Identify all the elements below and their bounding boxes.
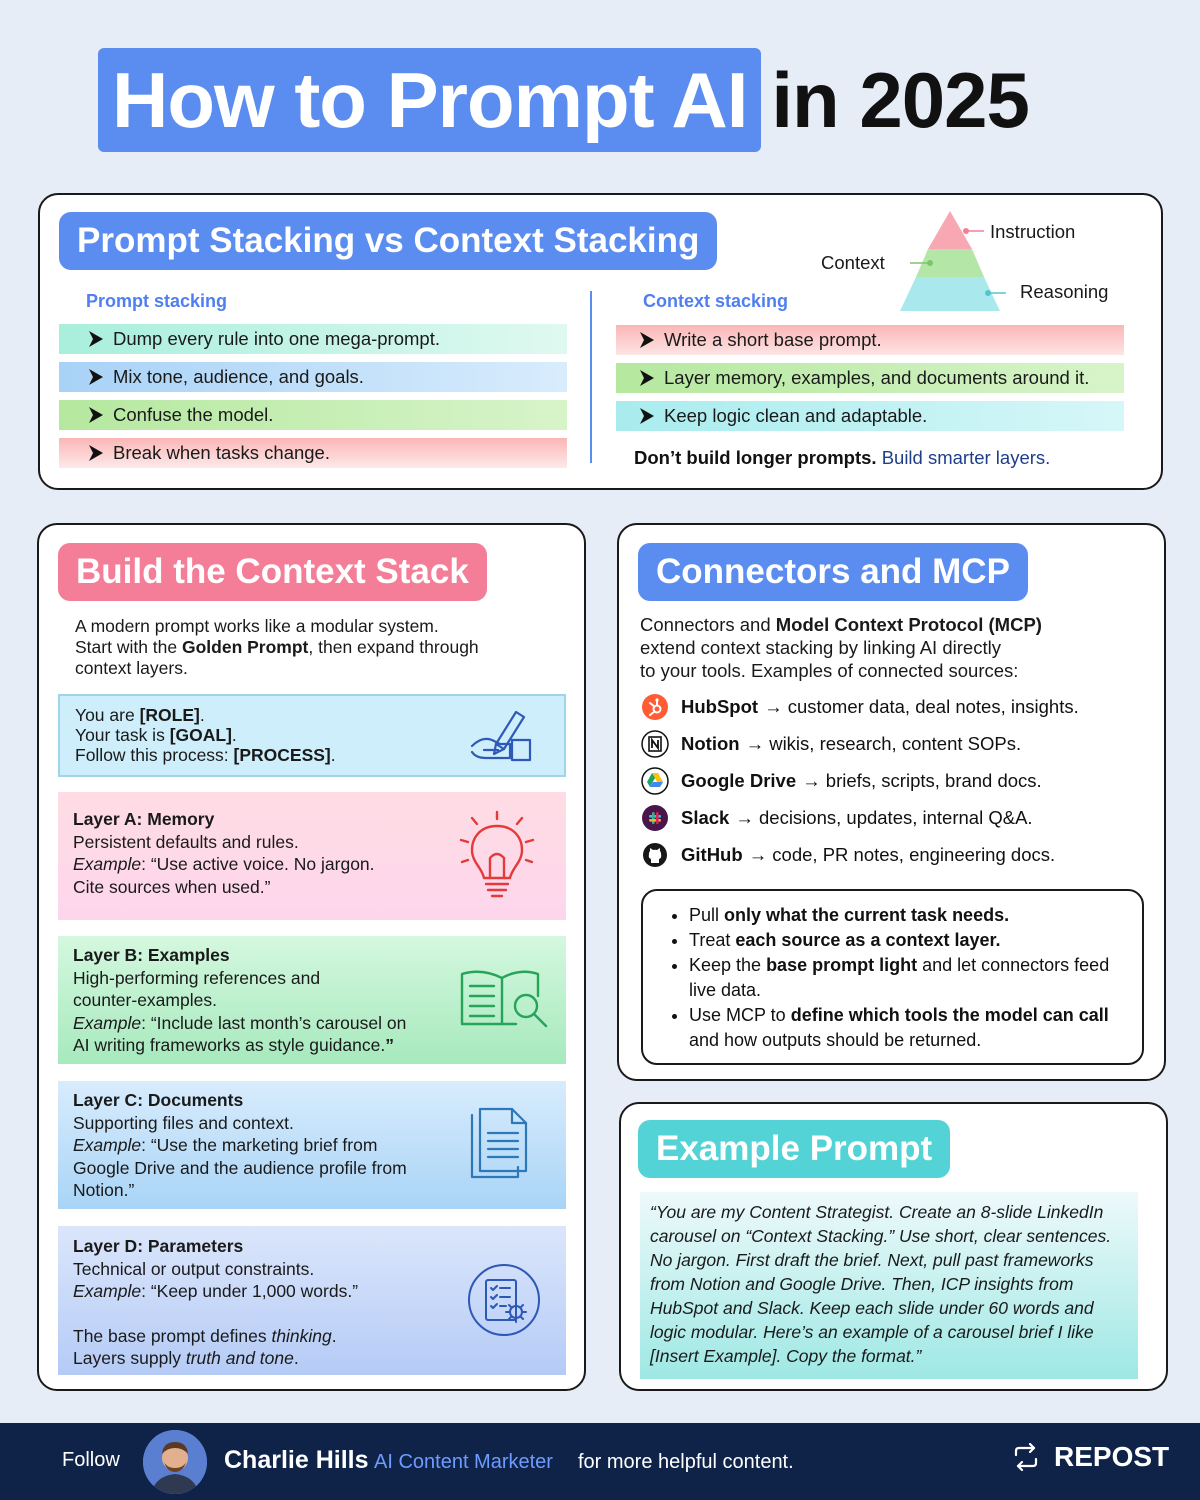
checklist-gear-icon bbox=[468, 1264, 540, 1336]
layer-a-memory: Layer A: Memory Persistent defaults and … bbox=[58, 792, 566, 920]
author-name[interactable]: Charlie Hills bbox=[224, 1446, 369, 1474]
build-heading: Build the Context Stack bbox=[58, 543, 487, 601]
mcp-heading: Connectors and MCP bbox=[638, 543, 1028, 601]
prompt-stacking-item: Break when tasks change. bbox=[59, 438, 567, 468]
prompt-stacking-item: Dump every rule into one mega-prompt. bbox=[59, 324, 567, 354]
context-stack-card: Build the Context Stack A modern prompt … bbox=[37, 523, 586, 1391]
tip-item: Pull only what the current task needs. bbox=[689, 903, 1129, 928]
example-prompt-card: Example Prompt “You are my Content Strat… bbox=[619, 1102, 1168, 1391]
chevron-right-icon bbox=[89, 407, 103, 423]
example-heading: Example Prompt bbox=[638, 1120, 951, 1178]
mcp-tips-box: Pull only what the current task needs. T… bbox=[641, 889, 1144, 1065]
context-stacking-heading: Context stacking bbox=[643, 291, 789, 311]
layer-c-documents: Layer C: Documents Supporting files and … bbox=[58, 1081, 566, 1209]
tip-item: Use MCP to define which tools the model … bbox=[689, 1003, 1129, 1053]
chevron-right-icon bbox=[89, 331, 103, 347]
pyramid-label-instruction: Instruction bbox=[990, 221, 1076, 242]
prompt-stacking-item: Mix tone, audience, and goals. bbox=[59, 362, 567, 392]
pyramid-icon bbox=[900, 211, 1006, 311]
stacking-heading: Prompt Stacking vs Context Stacking bbox=[59, 212, 718, 270]
notion-icon bbox=[641, 730, 669, 758]
golden-prompt-box: You are [ROLE]. Your task is [GOAL]. Fol… bbox=[58, 694, 566, 777]
connector-slack: Slack→ decisions, updates, internal Q&A. bbox=[641, 804, 1033, 832]
slack-icon bbox=[642, 805, 668, 831]
chevron-right-icon bbox=[89, 369, 103, 385]
hubspot-icon bbox=[642, 694, 668, 720]
column-divider bbox=[590, 291, 592, 463]
document-icon bbox=[470, 1107, 528, 1179]
tip-item: Treat each source as a context layer. bbox=[689, 928, 1129, 953]
chevron-right-icon bbox=[640, 408, 654, 424]
context-stacking-item: Layer memory, examples, and documents ar… bbox=[616, 363, 1124, 393]
pyramid-label-context: Context bbox=[821, 252, 885, 273]
pyramid-label-reasoning: Reasoning bbox=[1020, 281, 1109, 302]
connector-hubspot: HubSpot→ customer data, deal notes, insi… bbox=[641, 693, 1079, 721]
stacking-comparison-card: Prompt Stacking vs Context Stacking Inst… bbox=[38, 193, 1163, 490]
connector-google-drive: Google Drive→ briefs, scripts, brand doc… bbox=[641, 767, 1042, 795]
stacking-tagline: Don’t build longer prompts. Build smarte… bbox=[634, 447, 1051, 468]
layer-b-examples: Layer B: Examples High-performing refere… bbox=[58, 936, 566, 1064]
footer-bar: Follow Charlie Hills AI Content Marketer… bbox=[0, 1423, 1200, 1500]
avatar[interactable] bbox=[143, 1430, 207, 1494]
open-book-search-icon bbox=[460, 970, 548, 1028]
build-intro: A modern prompt works like a modular sys… bbox=[75, 616, 479, 678]
lightbulb-brain-icon bbox=[459, 810, 535, 898]
repost-button[interactable]: REPOST bbox=[1012, 1441, 1169, 1473]
example-prompt-text: “You are my Content Strategist. Create a… bbox=[640, 1192, 1138, 1379]
person-icon bbox=[143, 1430, 207, 1494]
connectors-mcp-card: Connectors and MCP Connectors and Model … bbox=[617, 523, 1166, 1081]
title-rest: in 2025 bbox=[771, 55, 1030, 144]
title-highlight: How to Prompt AI bbox=[98, 48, 762, 152]
follow-cta: for more helpful content. bbox=[578, 1451, 794, 1473]
context-stacking-item: Keep logic clean and adaptable. bbox=[616, 401, 1124, 431]
follow-label: Follow bbox=[62, 1449, 120, 1471]
chevron-right-icon bbox=[89, 445, 103, 461]
tip-item: Keep the base prompt light and let conne… bbox=[689, 953, 1129, 1003]
author-role: AI Content Marketer bbox=[374, 1451, 553, 1473]
github-icon bbox=[643, 843, 667, 867]
mcp-intro: Connectors and Model Context Protocol (M… bbox=[640, 614, 1042, 681]
connector-github: GitHub→ code, PR notes, engineering docs… bbox=[641, 841, 1055, 869]
google-drive-icon bbox=[641, 767, 669, 795]
chevron-right-icon bbox=[640, 332, 654, 348]
layer-d-parameters: Layer D: Parameters Technical or output … bbox=[58, 1226, 566, 1375]
prompt-stacking-heading: Prompt stacking bbox=[86, 291, 228, 311]
hand-writing-icon bbox=[470, 710, 532, 762]
chevron-right-icon bbox=[640, 370, 654, 386]
page-title: How to Prompt AI in 2025 bbox=[98, 48, 1030, 152]
prompt-stacking-item: Confuse the model. bbox=[59, 400, 567, 430]
connector-notion: Notion→ wikis, research, content SOPs. bbox=[641, 730, 1021, 758]
context-stacking-item: Write a short base prompt. bbox=[616, 325, 1124, 355]
repost-icon bbox=[1014, 1443, 1038, 1471]
